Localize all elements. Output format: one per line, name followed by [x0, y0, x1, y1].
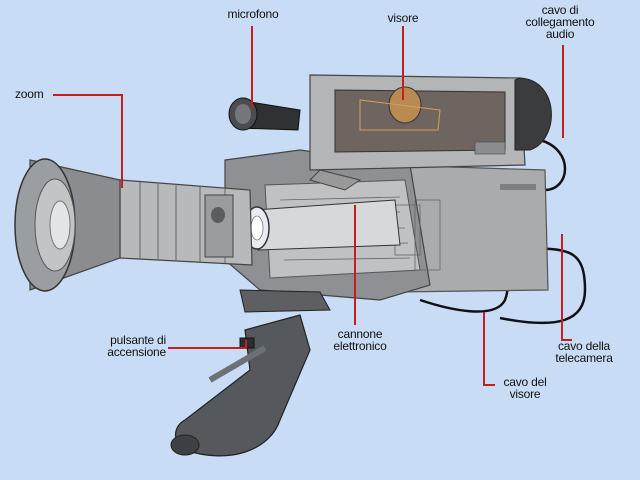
label-zoom: zoom: [15, 87, 44, 101]
grip-end-cap: [170, 434, 200, 456]
label-cavo-collegamento-audio: cavo di collegamento audio: [525, 3, 595, 41]
camera-base: [239, 289, 331, 313]
audio-cable: [539, 138, 567, 192]
body-badge: [500, 184, 536, 190]
label-cavo-della-telecamera: cavo della telecamera: [555, 339, 613, 365]
zoom-ring: [204, 194, 234, 258]
leader-lines: [53, 26, 572, 386]
leader-pulsante: [168, 340, 247, 349]
leader-zoom: [53, 94, 123, 188]
viewfinder-eyecup: [514, 77, 552, 151]
label-cannone-elettronico: cannone elettronico: [333, 327, 387, 353]
pistol-grip: [175, 314, 311, 457]
label-pulsante-di-accensione: pulsante di accensione: [107, 333, 166, 359]
label-cavo-del-visore: cavo del visore: [503, 375, 547, 401]
label-visore: visore: [387, 11, 419, 25]
label-microfono: microfono: [227, 7, 279, 21]
viewfinder-tube: [388, 86, 422, 124]
leader-cavo-telecamera: [561, 234, 572, 341]
leader-cavo-visore: [483, 312, 495, 386]
